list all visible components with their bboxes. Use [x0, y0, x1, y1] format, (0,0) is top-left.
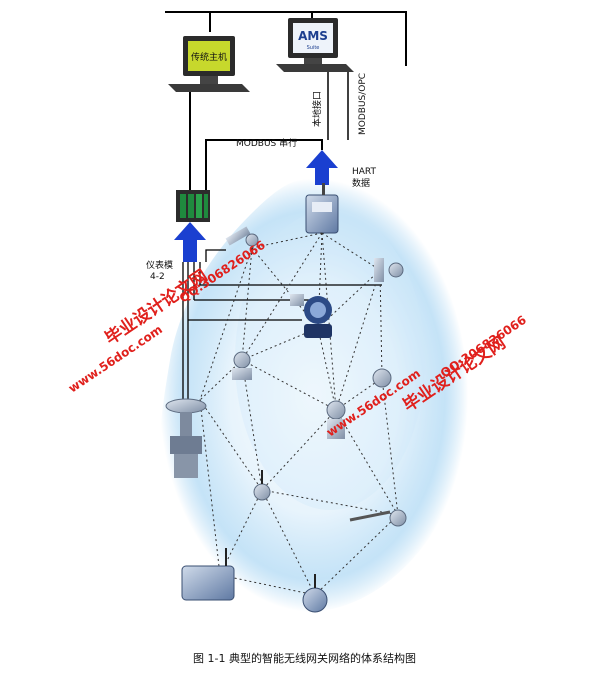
modbus-opc-label: MODBUS/OPC	[358, 73, 368, 135]
pressure-sensor	[290, 294, 304, 306]
wired-analog-lines	[182, 249, 382, 400]
analog-label-2: 4-2	[150, 272, 165, 282]
wireless-gateway	[305, 183, 339, 234]
wireless-transmitter-1	[253, 470, 271, 501]
wireless-mesh-glow	[159, 178, 469, 613]
ams-workstation: AMS Suite	[276, 18, 354, 72]
flow-meter-1	[225, 226, 259, 247]
host-computer: 传统主机	[168, 36, 250, 92]
host-links	[189, 92, 323, 190]
control-valve	[165, 398, 207, 478]
host-screen-label: 传统主机	[191, 51, 227, 63]
pressure-transmitter-3	[326, 400, 346, 439]
hart-arrow	[306, 150, 338, 185]
gateway-uplinks	[327, 72, 349, 140]
ams-sub: Suite	[307, 45, 320, 51]
magnetic-flow-meter	[304, 296, 332, 338]
temperature-transmitter-1	[374, 258, 404, 282]
io-cabinet	[176, 190, 210, 222]
hart-label-2: 数据	[352, 177, 370, 189]
wireless-mesh-glow-inner	[235, 210, 425, 510]
analog-arrow	[174, 222, 206, 262]
hart-label-1: HART	[352, 167, 377, 177]
ams-logo: AMS	[298, 29, 328, 43]
vibration-monitor	[181, 548, 235, 601]
modbus-serial-label: MODBUS 串行	[236, 137, 297, 149]
analog-label-1: 仪表模	[146, 259, 173, 271]
figure-caption: 图 1-1 典型的智能无线网关网络的体系结构图	[193, 652, 416, 665]
wireless-display	[302, 574, 328, 613]
pressure-transmitter-1	[232, 351, 252, 380]
pressure-transmitter-2	[372, 368, 392, 388]
temperature-transmitter-2	[349, 509, 407, 527]
native-interface-label: 本地接口	[311, 91, 323, 127]
